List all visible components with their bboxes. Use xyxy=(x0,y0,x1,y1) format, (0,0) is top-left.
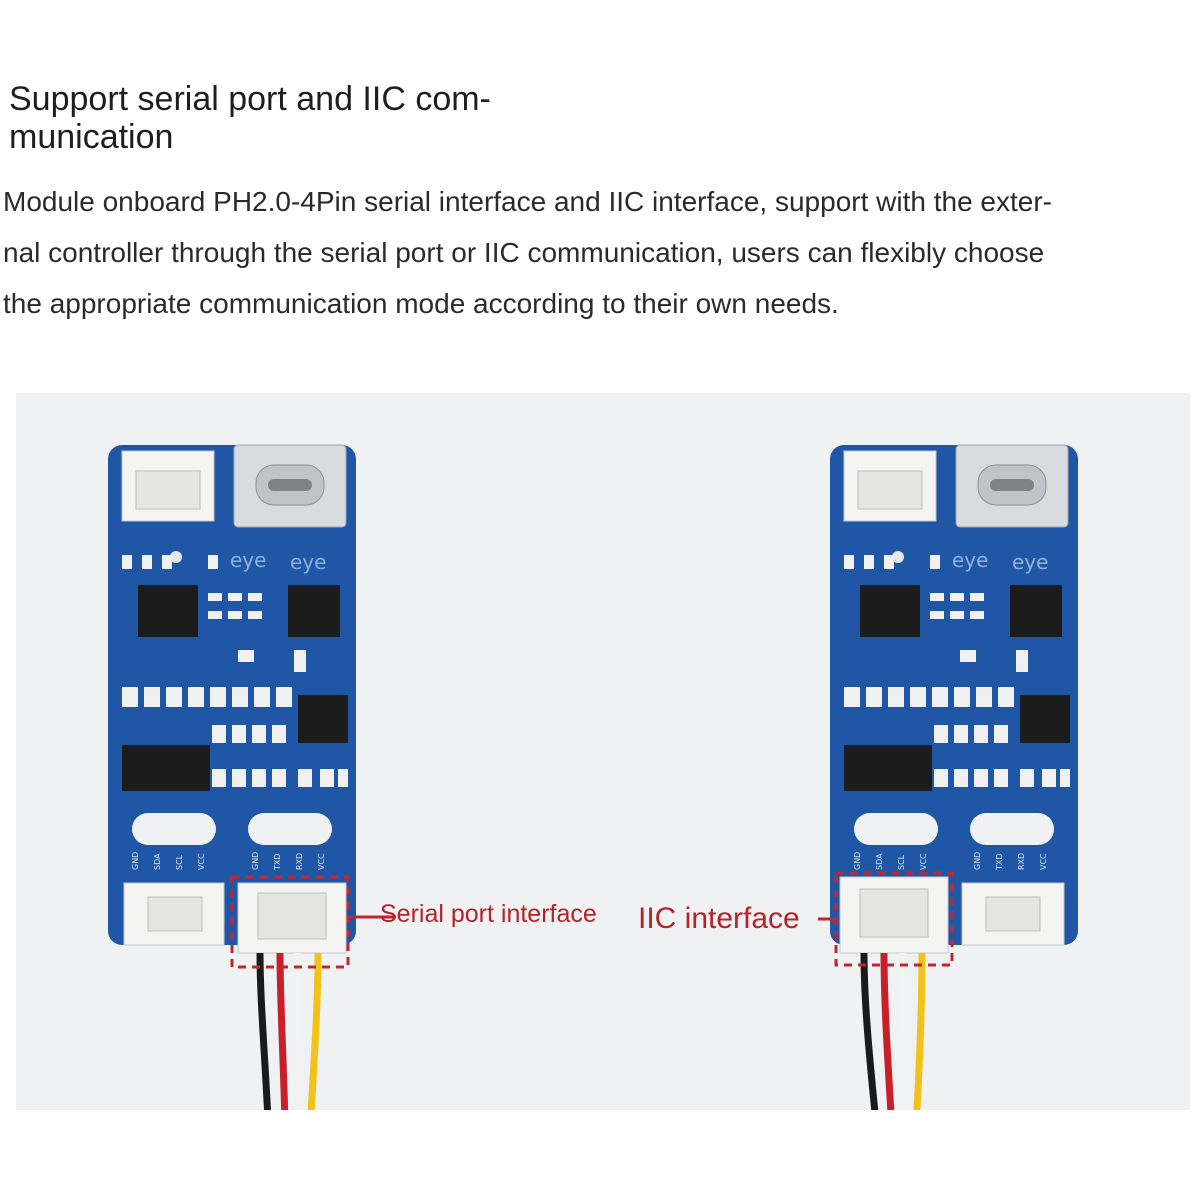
serial-port-callout: Serial port interface xyxy=(380,900,597,928)
silkscreen-eye-2: eye xyxy=(290,550,326,574)
uart-pin-txd-right: TXD xyxy=(995,853,1004,871)
iic-interface-callout: IIC interface xyxy=(638,902,800,935)
silkscreen-eye-4: eye xyxy=(1012,550,1048,574)
iic-pin-scl-left: SCL xyxy=(175,854,184,870)
uart-pin-vcc-left: VCC xyxy=(317,853,326,870)
uart-pin-gnd-right: GND xyxy=(973,852,982,870)
uart-pin-rxd-right: RXD xyxy=(1017,853,1026,870)
iic-pin-gnd-left: GND xyxy=(131,852,140,870)
paragraph-line-3: the appropriate communication mode accor… xyxy=(3,288,839,319)
silkscreen-eye-1: eye xyxy=(230,548,266,572)
paragraph-line-2: nal controller through the serial port o… xyxy=(3,237,1045,268)
iic-pin-scl-right: SCL xyxy=(897,854,906,870)
right-board: eye eye GND SDA xyxy=(818,444,1078,1110)
silkscreen-eye-3: eye xyxy=(952,548,988,572)
iic-pin-vcc-right: VCC xyxy=(919,853,928,870)
iic-pin-gnd-right: GND xyxy=(853,852,862,870)
boards-illustration: eye eye xyxy=(108,444,1078,1110)
description-paragraph: Module onboard PH2.0-4Pin serial interfa… xyxy=(3,176,1173,329)
uart-pin-vcc-right: VCC xyxy=(1039,853,1048,870)
product-photo: eye eye xyxy=(16,393,1190,1110)
uart-pin-txd-left: TXD xyxy=(273,853,282,871)
iic-pin-vcc-left: VCC xyxy=(197,853,206,870)
uart-pin-gnd-left: GND xyxy=(251,852,260,870)
iic-pin-sda-right: SDA xyxy=(875,853,884,870)
iic-pin-sda-left: SDA xyxy=(153,853,162,870)
uart-pin-rxd-left: RXD xyxy=(295,853,304,870)
left-board: eye eye xyxy=(108,444,396,1110)
paragraph-line-1: Module onboard PH2.0-4Pin serial interfa… xyxy=(3,186,1053,217)
section-heading: Support serial port and IIC com- municat… xyxy=(9,80,529,156)
heading-line-1: Support serial port and IIC com- xyxy=(9,80,491,118)
heading-line-2: munication xyxy=(9,118,174,156)
